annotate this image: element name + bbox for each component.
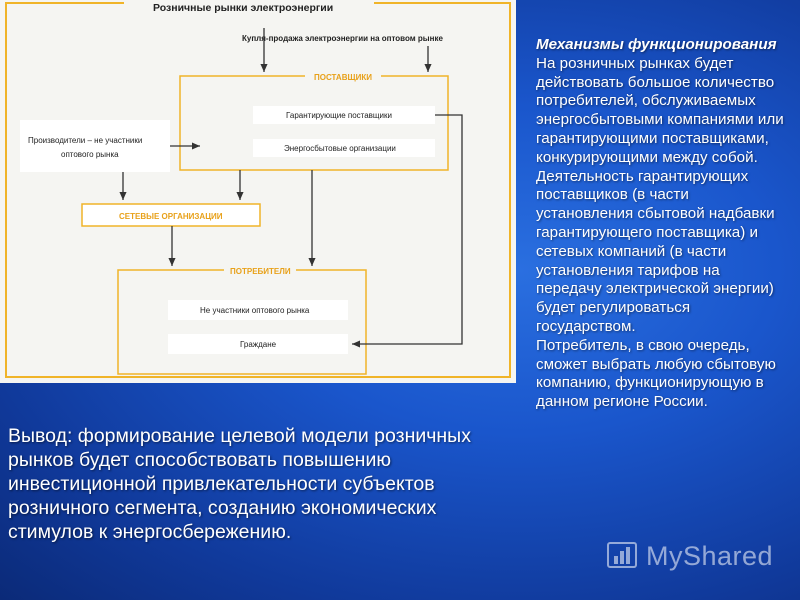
guaranteed-suppliers-box <box>253 106 435 124</box>
mechanisms-paragraph-1: На розничных рынках будет действовать бо… <box>536 54 784 166</box>
mechanisms-title: Механизмы функционирования <box>536 36 777 53</box>
grid-orgs-box <box>81 203 261 227</box>
mechanisms-text: Механизмы функционирования На розничных … <box>536 36 786 412</box>
guaranteed-suppliers-label: Гарантирующие поставщики <box>286 111 392 120</box>
producers-box <box>20 120 170 172</box>
mechanisms-paragraph-2: Деятельность гарантирующих поставщиков (… <box>536 167 775 335</box>
diagram-title: Розничные рынки электроэнергии <box>153 2 333 14</box>
retail-market-diagram: Розничные рынки электроэнергии Купля-про… <box>5 0 511 378</box>
producers-label-line1: Производители – не участники <box>28 136 142 145</box>
suppliers-header: ПОСТАВЩИКИ <box>314 73 372 82</box>
non-participants-box <box>168 300 348 320</box>
grid-orgs-label: СЕТЕВЫЕ ОРГАНИЗАЦИИ <box>119 212 223 221</box>
conclusion-text: Вывод: формирование целевой модели розни… <box>8 425 471 543</box>
consumers-frame <box>117 269 367 375</box>
energy-sales-box <box>253 139 435 157</box>
consumers-header: ПОТРЕБИТЕЛИ <box>230 267 291 276</box>
diagram-panel: Розничные рынки электроэнергии Купля-про… <box>0 0 516 383</box>
outer-frame <box>5 2 511 378</box>
watermark: MyShared <box>606 536 796 576</box>
producers-label-line2: оптового рынка <box>61 150 119 159</box>
wholesale-label: Купля-продажа электроэнергии на оптовом … <box>242 34 443 43</box>
arrow-guaranteed-to-citizens <box>352 114 463 348</box>
non-participants-label: Не участники оптового рынка <box>200 306 310 315</box>
title-bg <box>124 0 374 14</box>
watermark-text: MyShared <box>646 540 774 571</box>
citizens-label: Граждане <box>240 340 277 349</box>
suppliers-header-bg <box>305 70 381 82</box>
mechanisms-paragraph-3: Потребитель, в свою очередь, сможет выбр… <box>536 336 776 411</box>
consumers-header-bg <box>224 264 296 276</box>
citizens-box <box>168 334 348 354</box>
chart-icon <box>607 542 637 568</box>
energy-sales-label: Энергосбытовые организации <box>284 144 396 153</box>
